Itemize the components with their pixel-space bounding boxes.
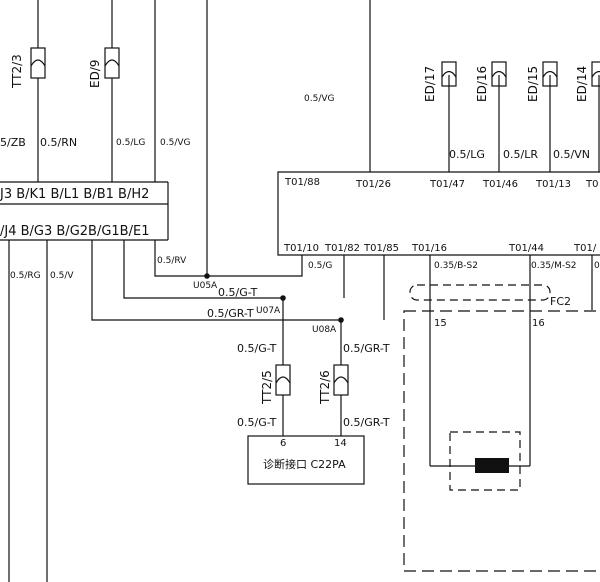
inner-pin-16: 16: [532, 318, 545, 329]
connector-ed-17: ED/17: [423, 61, 457, 102]
wire-label-module-lr: 0.5/LR: [503, 148, 538, 161]
dashed-component-box: [403, 310, 600, 572]
inner-pin-15: 15: [434, 318, 447, 329]
wire-label-rn: 0.5/RN: [40, 136, 77, 149]
inner-dashed-box: [449, 431, 521, 491]
tt-wire-label-g-t-upper: 0.5/G-T: [237, 342, 277, 355]
wire-label-module-vn: 0.5/VN: [553, 148, 590, 161]
wire-label-g: 0.5/G: [308, 261, 332, 271]
connector-label-ed-9: ED/9: [88, 60, 102, 89]
connector-label-tt2-3: TT2/3: [10, 54, 24, 89]
shield-fc2: [409, 284, 551, 301]
connector-label-ed-16: ED/16: [475, 66, 489, 102]
tt-wire-label-g-t-lower: 0.5/G-T: [237, 416, 277, 429]
connector-label-tt2-6: TT2/6: [318, 370, 332, 405]
connector-label-ed-17: ED/17: [423, 66, 437, 102]
wire-label-m-s2: 0.35/M-S2: [531, 261, 577, 271]
wire-label-partial: 0: [594, 261, 600, 271]
pin-t01-88: T01/88: [284, 177, 320, 188]
splice-label-u07a: U07A: [256, 306, 281, 316]
diag-pin-14: 14: [334, 438, 347, 449]
wire-label-rv: 0.5/RV: [157, 256, 187, 266]
left-header-row-1: J3 B/K1 B/L1 B/B1 B/H2: [0, 187, 149, 202]
diag-connector-label: 诊断接口 C22PA: [263, 457, 346, 471]
left-connector-block: J3 B/K1 B/L1 B/B1 B/H2 /J4 B/G3 B/G2B/G1…: [0, 181, 169, 241]
connector-ed-14: ED/14: [575, 61, 600, 102]
connector-tt2-3: TT2/3: [10, 47, 46, 89]
connector-ed-16: ED/16: [475, 61, 507, 102]
wire-label-vg-left: 0.5/VG: [160, 138, 191, 148]
wire-label-rg: 0.5/RG: [10, 271, 41, 281]
connector-label-tt2-5: TT2/5: [260, 370, 274, 405]
pin-t01-10: T01/10: [283, 243, 319, 254]
pin-t01-16: T01/16: [411, 243, 447, 254]
module-t01: T01/88 T01/26 T01/47 T01/46 T01/13 T0 T0…: [277, 171, 600, 256]
tt-wire-label-gr-t-lower: 0.5/GR-T: [343, 416, 390, 429]
connector-tt2-6: TT2/6: [318, 364, 349, 405]
left-header-row-2: /J4 B/G3 B/G2B/G1B/E1: [0, 224, 149, 239]
pin-t01-85: T01/85: [363, 243, 399, 254]
connector-ed-15: ED/15: [526, 61, 558, 102]
pin-t01-44: T01/44: [508, 243, 544, 254]
pin-t0-partial: T0: [585, 179, 598, 190]
connector-tt2-5: TT2/5: [260, 364, 291, 405]
pin-t01-13: T01/13: [535, 179, 571, 190]
shield-label-fc2: FC2: [550, 295, 571, 308]
connector-label-ed-15: ED/15: [526, 66, 540, 102]
diagnostic-connector-c22pa: 6 14 诊断接口 C22PA: [247, 435, 365, 485]
top-left-wires: [37, 0, 208, 276]
pin-t01-82: T01/82: [324, 243, 360, 254]
pin-t01-47: T01/47: [429, 179, 465, 190]
wire-label-vg-module: 0.5/VG: [304, 94, 335, 104]
resistor-element: [475, 458, 509, 473]
wire-label-lg: 0.5/LG: [116, 138, 145, 148]
wire-label-v: 0.5/V: [50, 271, 74, 281]
bus-label-gr-t: 0.5/GR-T: [207, 307, 254, 320]
connector-ed-9: ED/9: [88, 47, 120, 89]
pin-t01-26: T01/26: [355, 179, 391, 190]
connector-label-ed-14: ED/14: [575, 66, 589, 102]
wire-label-module-lg: 0.5/LG: [449, 148, 485, 161]
splice-u05a: [204, 273, 210, 279]
tt-wire-label-gr-t-upper: 0.5/GR-T: [343, 342, 390, 355]
bus-label-g-t: 0.5/G-T: [218, 286, 258, 299]
splice-label-u08a: U08A: [312, 325, 337, 335]
wire-label-b-s2: 0.35/B-S2: [434, 261, 478, 271]
pin-t01-46: T01/46: [482, 179, 518, 190]
diag-pin-6: 6: [280, 438, 286, 449]
wire-label-zb: 5/ZB: [0, 136, 26, 149]
pin-t01-partial: T01/: [573, 243, 597, 254]
splice-label-u05a: U05A: [193, 281, 218, 291]
